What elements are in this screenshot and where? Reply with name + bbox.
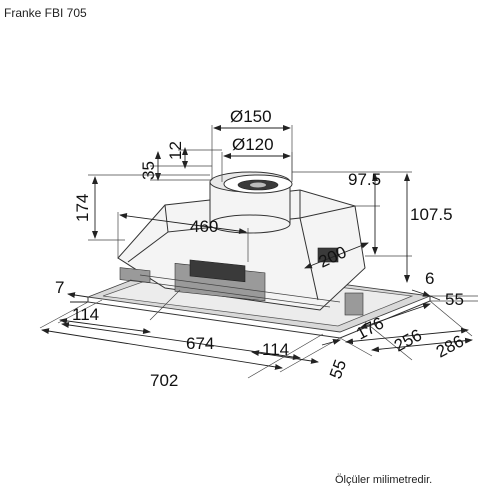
- dim-174: 174: [73, 194, 92, 222]
- dim-diameters: Ø150 Ø120: [211, 107, 293, 182]
- units-note: Ölçüler milimetredir.: [335, 474, 433, 486]
- dim-55-bottom: 55: [326, 357, 350, 381]
- dim-460: 460: [117, 212, 249, 262]
- dim-107-5: 107.5: [410, 205, 453, 224]
- dim-7: 7: [55, 278, 89, 303]
- dim-55-right: 55: [445, 290, 464, 309]
- diagram-title: Franke FBI 705: [4, 6, 87, 20]
- dim-460: 460: [190, 217, 218, 236]
- dim-35: 35: [139, 161, 158, 180]
- dim-97-5: 97.5: [348, 170, 381, 189]
- dim-286: 286: [433, 331, 467, 361]
- dim-6: 6: [425, 269, 434, 288]
- dim-114-left: 114: [72, 305, 99, 324]
- dim-702: 702: [150, 371, 178, 390]
- dim-d120: Ø120: [232, 135, 274, 154]
- control-box: [189, 259, 246, 283]
- outlet-collar: [209, 171, 293, 234]
- dim-7: 7: [55, 278, 64, 297]
- dim-256: 256: [391, 325, 425, 355]
- dim-114-right: 114: [262, 340, 289, 359]
- dim-174: 174: [73, 174, 210, 241]
- dim-collar-heights: 35 12: [139, 141, 222, 181]
- dim-bottom-left: 114 674 702 114: [39, 289, 341, 390]
- dim-d150: Ø150: [230, 107, 272, 126]
- dim-right-heights: 97.5 107.5: [292, 170, 453, 283]
- dim-12: 12: [166, 141, 185, 160]
- dim-674: 674: [186, 334, 214, 353]
